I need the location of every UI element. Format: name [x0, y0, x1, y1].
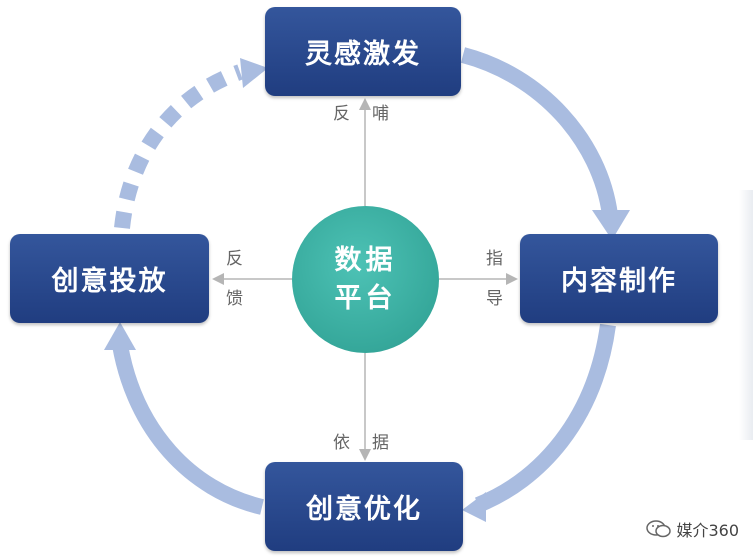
node-creative-optimization: 创意优化 [265, 462, 463, 551]
arrow-left-to-top-head [240, 58, 268, 88]
label-right-2: 导 [486, 289, 503, 309]
arrow-bottom-to-left [112, 343, 264, 515]
watermark-text: 媒介360 [676, 521, 739, 540]
arrow-left-to-top-dashed [114, 64, 243, 229]
wechat-icon [646, 519, 672, 539]
label-bottom-1: 依 [333, 433, 350, 453]
arrow-top-to-right [460, 47, 618, 217]
hub-data-platform: 数据 平台 [292, 206, 439, 353]
label-bottom-2: 据 [372, 433, 389, 453]
label-left-1: 反 [226, 249, 243, 269]
label-right-1: 指 [486, 249, 503, 269]
cycle-arrows [104, 47, 630, 522]
label-left-2: 馈 [226, 289, 243, 309]
hub-line-1: 数据 [334, 244, 397, 276]
label-top-2: 哺 [372, 104, 389, 124]
arrow-top-to-right-head [592, 210, 630, 240]
hub-line-2: 平台 [334, 282, 397, 314]
node-content-production: 内容制作 [520, 234, 718, 323]
node-inspiration: 灵感激发 [265, 7, 461, 96]
node-creative-placement: 创意投放 [10, 234, 209, 323]
arrow-right-to-bottom-head [462, 492, 486, 522]
right-edge-shade [739, 190, 753, 440]
watermark: 媒介360 [646, 517, 739, 541]
hub-connectors [212, 98, 518, 461]
label-top-1: 反 [333, 104, 350, 124]
arrow-bottom-to-left-head [104, 322, 136, 350]
arrow-right-to-bottom [474, 323, 616, 513]
